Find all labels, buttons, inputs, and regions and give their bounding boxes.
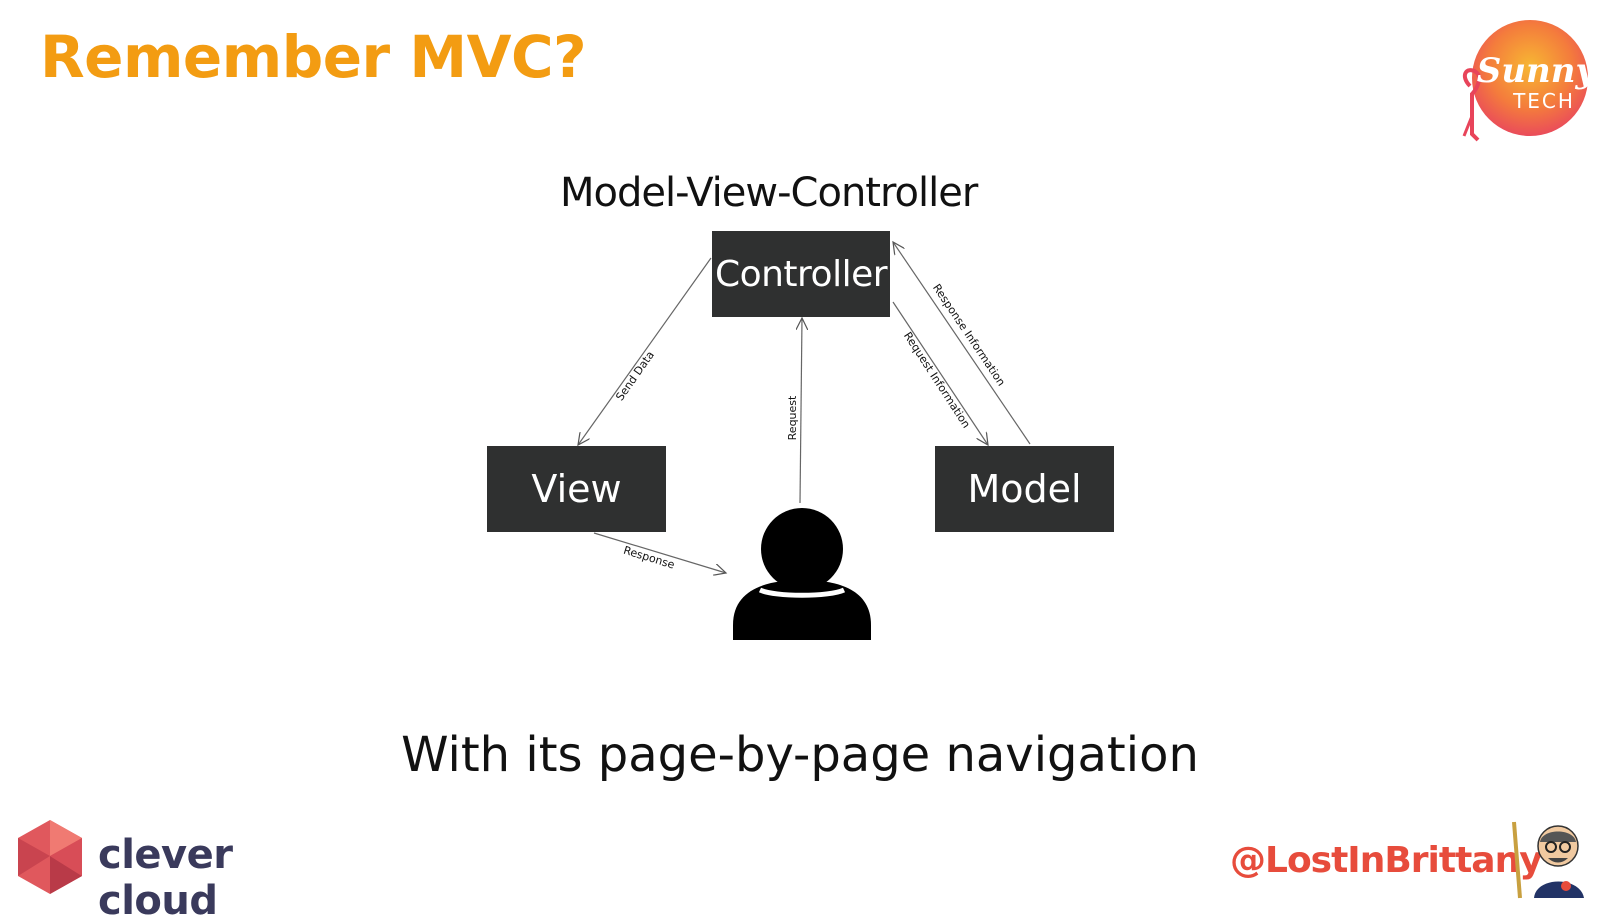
svg-text:Sunny: Sunny xyxy=(1477,51,1598,91)
hexagon-icon xyxy=(18,820,82,894)
edge-request-information xyxy=(892,301,988,445)
sunny-tech-logo: Sunny TECH xyxy=(1462,20,1598,142)
controller-node: Controller xyxy=(712,231,890,317)
slide-caption: With its page-by-page navigation xyxy=(401,727,1199,783)
edge-response xyxy=(593,532,726,573)
edge-send-data xyxy=(578,257,712,445)
slide-title: Remember MVC? xyxy=(40,23,587,91)
label-response-information: Response Information xyxy=(930,282,1008,389)
edge-response-information xyxy=(893,242,1031,445)
label-request: Request xyxy=(786,395,799,440)
diagram-edges: Send Data Request Request Information Re… xyxy=(0,0,1031,640)
label-send-data: Send Data xyxy=(613,349,657,404)
edge-request xyxy=(800,318,802,504)
flamingo-icon xyxy=(1462,68,1481,142)
mvc-diagram: Model-View-Controller Send Data Request … xyxy=(0,0,1114,640)
label-response: Response xyxy=(622,544,677,572)
svg-text:TECH: TECH xyxy=(1512,89,1575,113)
twitter-handle: @LostInBrittany xyxy=(1230,840,1543,881)
clever-cloud-text: clever cloud xyxy=(98,832,233,924)
view-node: View xyxy=(487,446,666,532)
clever-cloud-logo: clever cloud xyxy=(10,818,340,924)
diagram-title: Model-View-Controller xyxy=(560,170,978,216)
user-icon xyxy=(733,508,871,640)
model-node: Model xyxy=(935,446,1114,532)
avatar-illustration xyxy=(1512,821,1584,899)
